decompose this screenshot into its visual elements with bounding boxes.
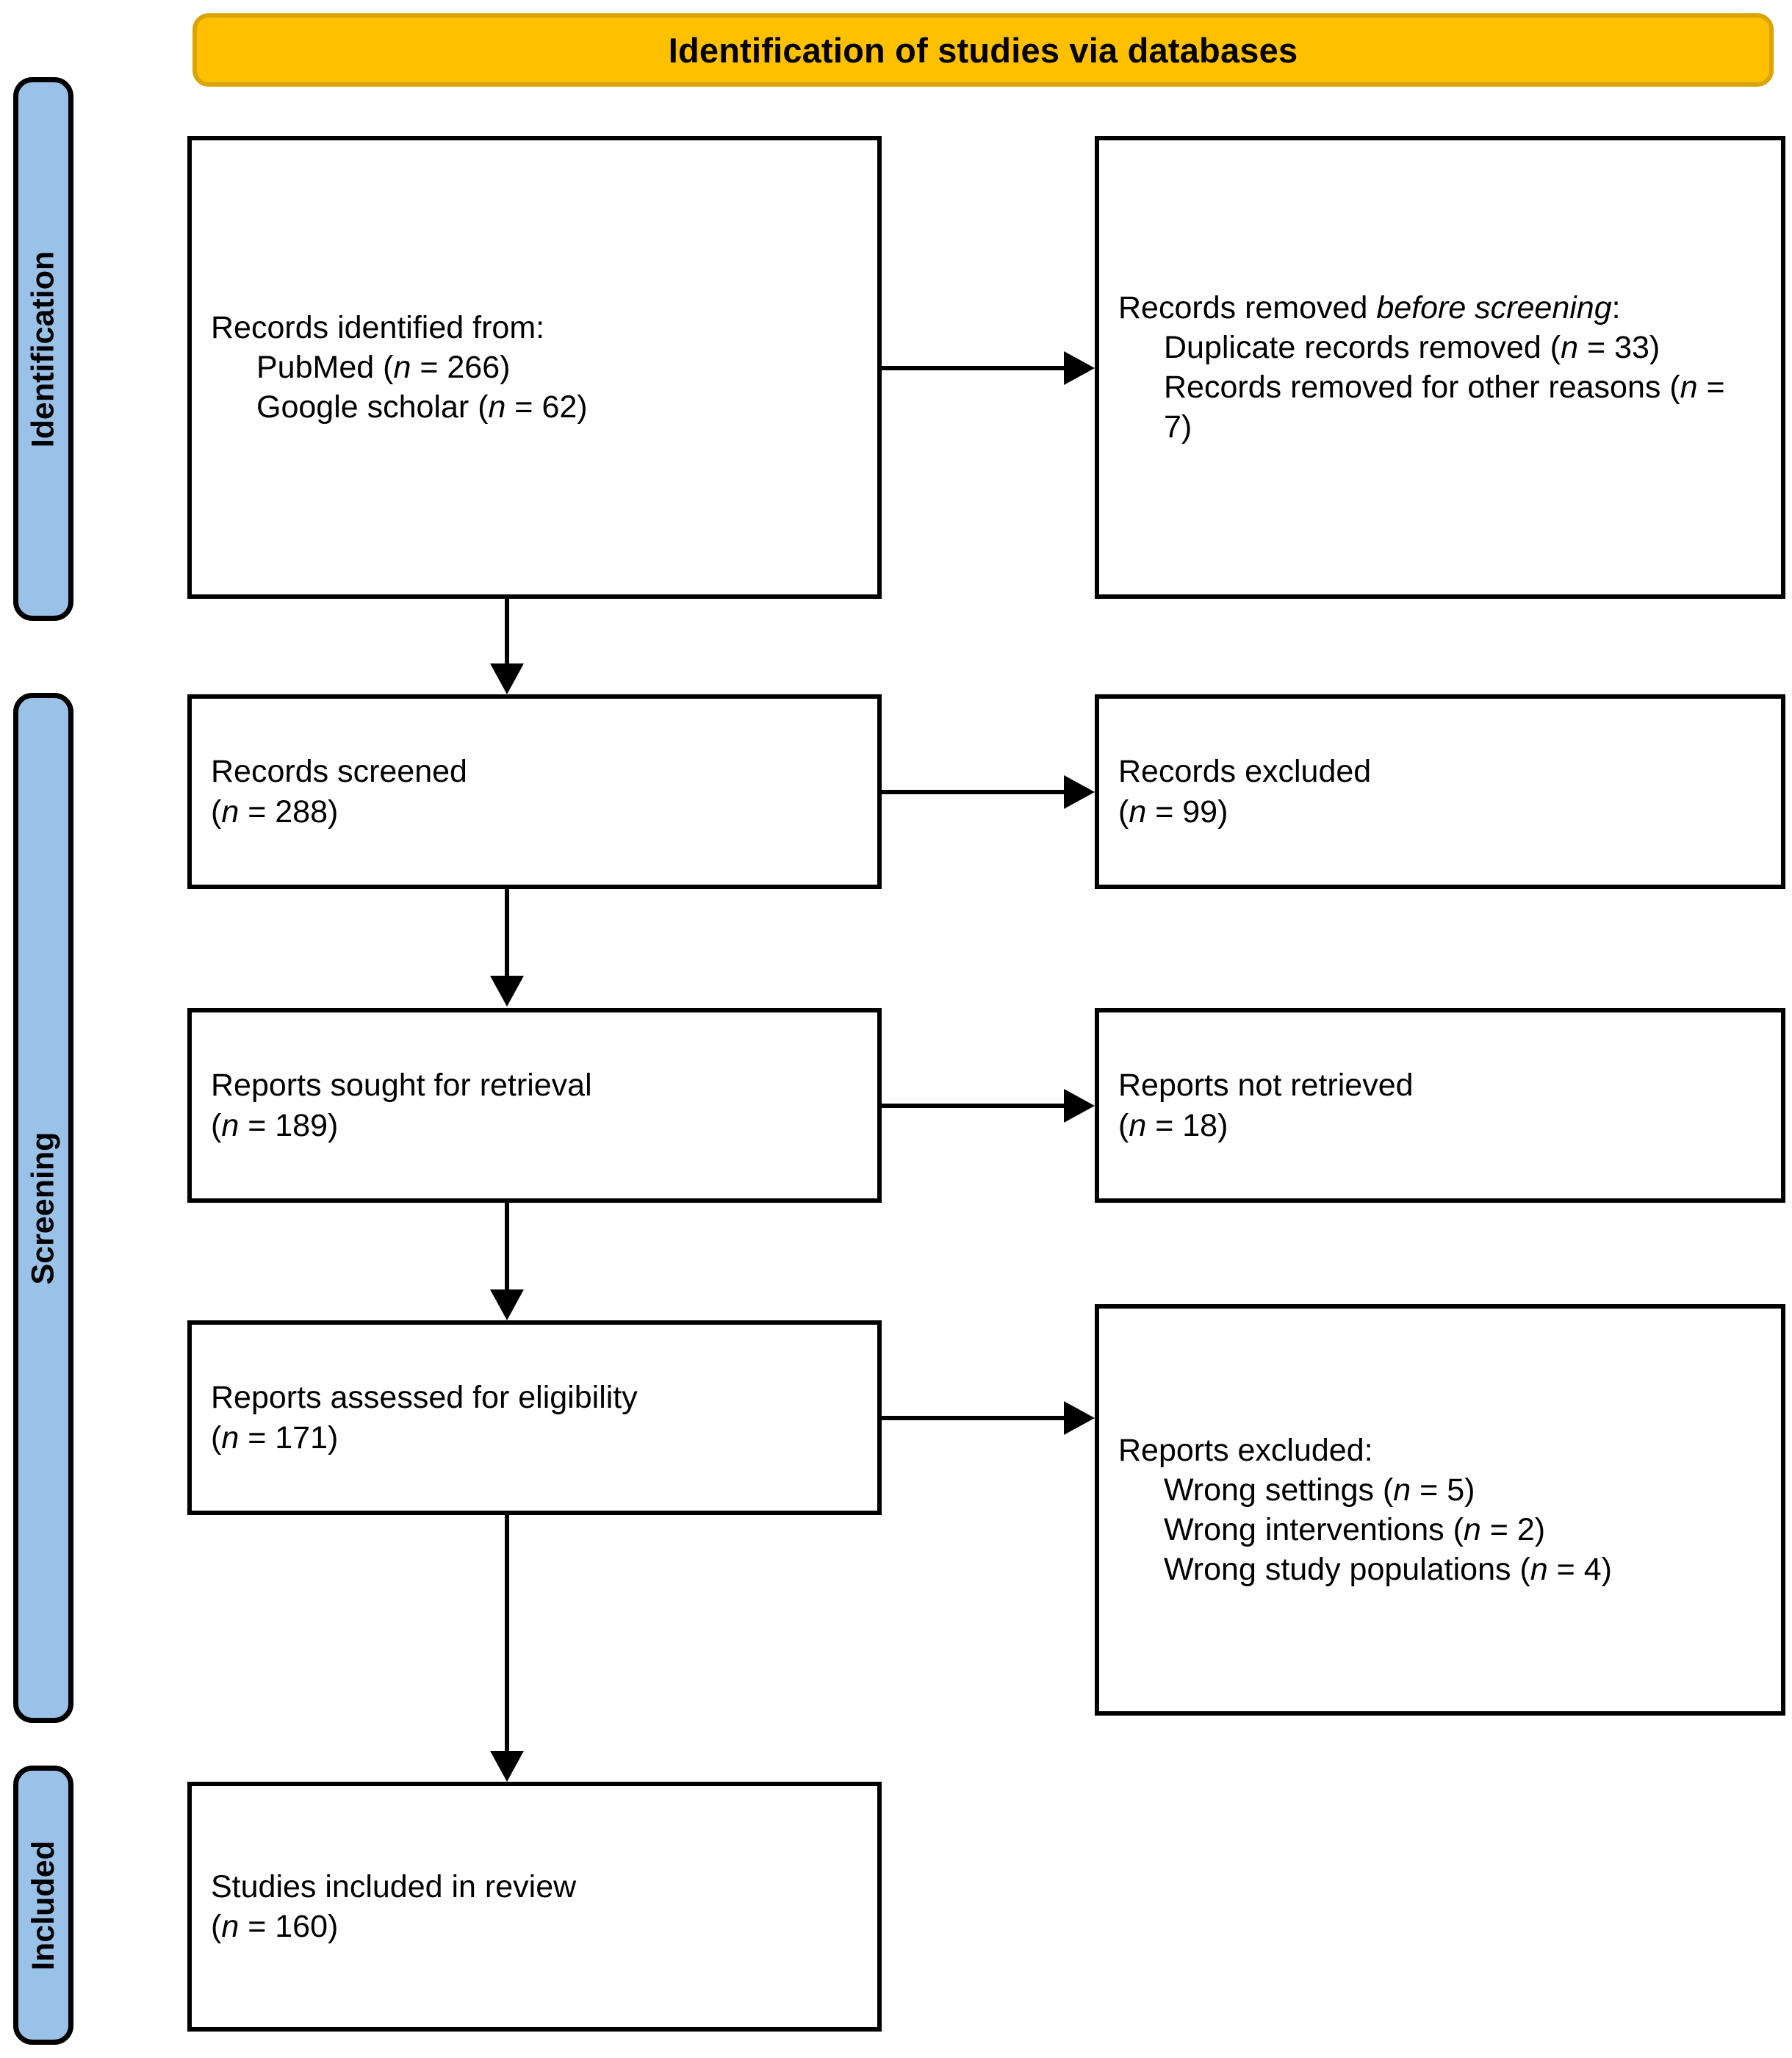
reason-label-other: Records removed for other reasons	[1164, 370, 1661, 405]
reason-label-wrong-settings: Wrong settings	[1164, 1472, 1375, 1508]
arrow-screened-to-sought	[485, 889, 529, 1007]
stage-label-identification: Identification	[13, 77, 73, 621]
reason-count-wrong-interventions: (n = 2)	[1453, 1512, 1546, 1547]
reports-excluded-title: Reports excluded:	[1118, 1432, 1373, 1468]
arrow-identified-to-screened	[485, 599, 529, 694]
box-records-identified: Records identified from: PubMed (n = 266…	[187, 136, 882, 599]
box-records-removed-body: Records removed before screening: Duplic…	[1099, 288, 1781, 447]
records-identified-source-1: Google scholar (n = 62)	[211, 387, 858, 427]
reason-label-duplicate: Duplicate records removed	[1164, 329, 1541, 365]
reports-assessed-title: Reports assessed for eligibility	[211, 1380, 638, 1416]
box-records-identified-body: Records identified from: PubMed (n = 266…	[192, 308, 877, 428]
arrow-head-right-icon	[1064, 1089, 1095, 1123]
reason-count-duplicate: (n = 33)	[1550, 329, 1660, 365]
reports-excluded-reason-0: Wrong settings (n = 5)	[1118, 1470, 1762, 1510]
arrow-shaft	[882, 1104, 1065, 1108]
source-name-google-scholar: Google scholar	[256, 389, 469, 425]
arrow-shaft	[505, 599, 509, 666]
arrow-assessed-to-reports-excluded	[882, 1401, 1095, 1435]
reason-label-wrong-study-populations: Wrong study populations	[1164, 1552, 1511, 1588]
arrow-shaft	[882, 366, 1065, 370]
stage-label-included-text: Included	[25, 1840, 61, 1971]
reason-count-wrong-study-populations: (n = 4)	[1519, 1552, 1612, 1588]
reports-excluded-reason-1: Wrong interventions (n = 2)	[1118, 1510, 1762, 1550]
reason-count-wrong-settings: (n = 5)	[1382, 1472, 1475, 1508]
box-reports-sought-body: Reports sought for retrieval (n = 189)	[192, 1065, 877, 1145]
arrow-screened-to-excluded	[882, 775, 1095, 809]
stage-label-screening: Screening	[13, 693, 73, 1723]
box-studies-included: Studies included in review (n = 160)	[187, 1782, 882, 2032]
box-reports-assessed: Reports assessed for eligibility (n = 17…	[187, 1320, 882, 1515]
reports-sought-count: (n = 189)	[211, 1107, 339, 1143]
records-removed-title: Records removed before screening:	[1118, 289, 1621, 325]
arrow-sought-to-assessed	[485, 1203, 529, 1320]
stage-label-screening-text: Screening	[25, 1131, 61, 1284]
source-count-google-scholar: (n = 62)	[478, 389, 588, 425]
diagram-banner: Identification of studies via databases	[192, 13, 1774, 87]
records-excluded-title: Records excluded	[1118, 754, 1372, 790]
reports-sought-title: Reports sought for retrieval	[211, 1068, 592, 1104]
banner-title: Identification of studies via databases	[668, 30, 1298, 70]
arrow-assessed-to-included	[485, 1515, 529, 1782]
box-studies-included-body: Studies included in review (n = 160)	[192, 1867, 877, 1946]
stage-label-included: Included	[13, 1766, 73, 2045]
arrow-shaft	[505, 889, 509, 979]
arrow-head-down-icon	[490, 663, 524, 694]
records-excluded-count: (n = 99)	[1118, 794, 1228, 830]
records-identified-title: Records identified from:	[211, 309, 545, 345]
arrow-shaft	[882, 1416, 1065, 1420]
arrow-head-right-icon	[1064, 351, 1095, 385]
arrow-shaft	[505, 1515, 509, 1754]
records-identified-source-0: PubMed (n = 266)	[211, 348, 858, 387]
arrow-head-down-icon	[490, 1751, 524, 1782]
studies-included-count: (n = 160)	[211, 1909, 339, 1944]
reason-count-other: (n = 7)	[1164, 370, 1725, 445]
box-reports-excluded-body: Reports excluded: Wrong settings (n = 5)…	[1099, 1431, 1781, 1590]
reports-excluded-reason-2: Wrong study populations (n = 4)	[1118, 1550, 1722, 1589]
arrow-shaft	[882, 790, 1065, 794]
arrow-head-right-icon	[1064, 1401, 1095, 1435]
box-reports-not-retrieved-body: Reports not retrieved (n = 18)	[1099, 1065, 1781, 1145]
reason-label-wrong-interventions: Wrong interventions	[1164, 1512, 1444, 1547]
stage-label-identification-text: Identification	[25, 251, 61, 447]
arrow-identified-to-removed	[882, 351, 1095, 385]
source-name-pubmed: PubMed	[256, 349, 375, 385]
arrow-head-down-icon	[490, 976, 524, 1007]
box-records-excluded-body: Records excluded (n = 99)	[1099, 752, 1781, 831]
studies-included-title: Studies included in review	[211, 1868, 577, 1904]
box-reports-excluded: Reports excluded: Wrong settings (n = 5)…	[1095, 1304, 1785, 1716]
box-records-screened-body: Records screened (n = 288)	[192, 752, 877, 831]
box-reports-assessed-body: Reports assessed for eligibility (n = 17…	[192, 1378, 877, 1457]
arrow-sought-to-not-retrieved	[882, 1089, 1095, 1123]
records-screened-count: (n = 288)	[211, 794, 339, 830]
box-records-excluded: Records excluded (n = 99)	[1095, 694, 1785, 889]
arrow-head-down-icon	[490, 1289, 524, 1320]
records-removed-reason-1: Records removed for other reasons (n = 7…	[1118, 367, 1737, 447]
arrow-head-right-icon	[1064, 775, 1095, 809]
reports-assessed-count: (n = 171)	[211, 1420, 339, 1456]
arrow-shaft	[505, 1203, 509, 1292]
box-reports-sought: Reports sought for retrieval (n = 189)	[187, 1008, 882, 1203]
records-screened-title: Records screened	[211, 754, 467, 790]
box-reports-not-retrieved: Reports not retrieved (n = 18)	[1095, 1008, 1785, 1203]
box-records-screened: Records screened (n = 288)	[187, 694, 882, 889]
reports-not-retrieved-title: Reports not retrieved	[1118, 1068, 1414, 1104]
box-records-removed-before-screening: Records removed before screening: Duplic…	[1095, 136, 1785, 599]
reports-not-retrieved-count: (n = 18)	[1118, 1107, 1228, 1143]
source-count-pubmed: (n = 266)	[383, 349, 511, 385]
records-removed-reason-0: Duplicate records removed (n = 33)	[1118, 328, 1737, 367]
